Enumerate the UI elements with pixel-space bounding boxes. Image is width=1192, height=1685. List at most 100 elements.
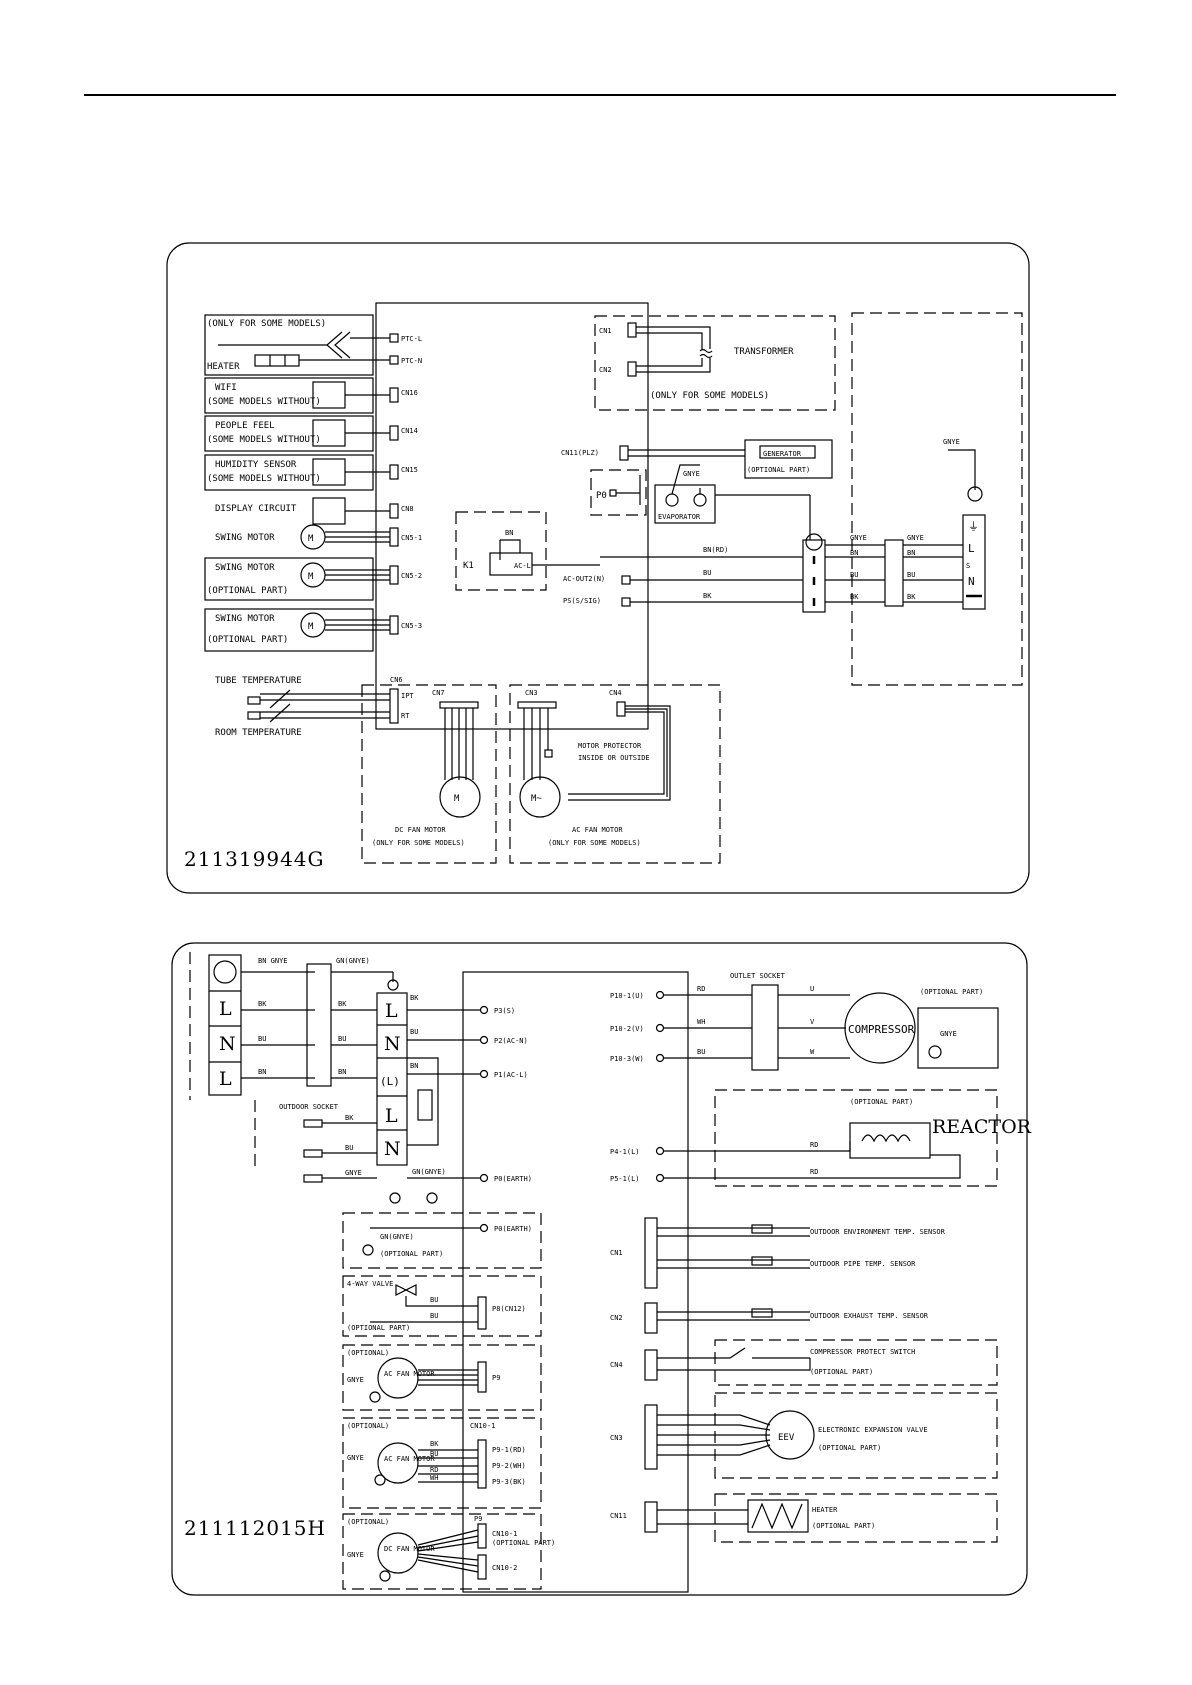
outdoor-wiring-diagram: L N L BN GNYE BK BU BN OUTDOOR SOCKET GN…: [171, 942, 1032, 1596]
ac-fan-motor-icon: [377, 1442, 419, 1484]
fan2-bk: BK: [430, 1440, 439, 1448]
reactor-rd1: RD: [810, 1141, 818, 1149]
gnye-top-label: GNYE: [943, 438, 960, 446]
bk-l2: BK: [338, 1000, 347, 1008]
bn-out-label: BN: [907, 549, 915, 557]
dc-fan-label: DC FAN MOTOR: [395, 826, 446, 834]
earth-icon: [426, 1192, 438, 1204]
diagram1-code: 211319944G: [184, 847, 325, 871]
indoor-wiring-diagram: (ONLY FOR SOME MODELS) HEATER PTC-L PTC-…: [166, 242, 1030, 894]
outdoor-connection: GNYE BN BU BK GNYE ⏚ L S N: [851, 312, 1023, 686]
transformer-block: CN1 CN2 TRANSFORMER (ONLY FOR SOME MODEL…: [594, 315, 836, 411]
cn1-label2: CN1: [610, 1249, 623, 1257]
dc-fan-motor-icon: [439, 776, 481, 818]
cn2-connector: [644, 1302, 658, 1334]
p9-wh-label: P9-2(WH): [492, 1462, 526, 1470]
temperature-sensors: TUBE TEMPERATURE ROOM TEMPERATURE CN6 IP…: [215, 676, 414, 738]
ac-out-label: AC-OUT2(N): [563, 575, 605, 583]
earth-icon: [369, 1391, 381, 1403]
ac-motor-m: M~: [531, 794, 542, 804]
outlet-socket-label: OUTLET SOCKET: [730, 972, 786, 980]
gn-gnye-label: GN(GNYE): [336, 957, 370, 965]
fan2-wh: WH: [430, 1474, 438, 1482]
cn5-1-connector: [389, 527, 399, 547]
term-earth: ⏚: [968, 520, 979, 533]
thermistor-icon: [247, 711, 261, 720]
indoor-pcb: [375, 302, 649, 730]
cn16-label: CN16: [401, 389, 418, 397]
reactor-label: REACTOR: [932, 1116, 1032, 1138]
wifi-title: WIFI: [215, 383, 237, 393]
eev-icon: [765, 1410, 815, 1460]
wifi-module: WIFI (SOME MODELS WITHOUT) CN16: [204, 377, 418, 414]
bk-wire-label: BK: [850, 593, 859, 601]
compressor-socket: [751, 984, 779, 1071]
sensor2-label: OUTDOOR PIPE TEMP. SENSOR: [810, 1260, 916, 1268]
cn10-2-label: CN10-2: [492, 1564, 517, 1572]
transformer-label: TRANSFORMER: [734, 347, 794, 357]
swing3-note: (OPTIONAL PART): [207, 635, 288, 645]
cn3-connector: [644, 1404, 658, 1470]
cn4-connector: [616, 701, 626, 717]
bk-mid: BK: [410, 994, 419, 1002]
sensor1-label: OUTDOOR ENVIRONMENT TEMP. SENSOR: [810, 1228, 946, 1236]
outdoor-middle-terminal: L N (L) L N BK BU BN BK BU GNYE GN(GNYE): [254, 992, 480, 1204]
heater-label: HEATER: [207, 362, 240, 372]
dc-fan-note: (ONLY FOR SOME MODELS): [372, 839, 465, 847]
outdoor-pcb: [462, 971, 689, 1593]
earth-icon: [805, 533, 823, 551]
sensor3-label: OUTDOOR EXHAUST TEMP. SENSOR: [810, 1312, 929, 1320]
cn15-label: CN15: [401, 466, 418, 474]
cn3-label2: CN3: [610, 1434, 623, 1442]
four-way-valve: 4-WAY VALVE BU BU P8(CN12) (OPTIONAL PAR…: [342, 1275, 542, 1337]
temperature-sensor-cn2: CN2 OUTDOOR EXHAUST TEMP. SENSOR: [610, 1302, 929, 1334]
gn-gnye-mid: GN(GNYE): [412, 1168, 446, 1176]
rt-label: RT: [401, 712, 410, 720]
mid-term-s: (L): [380, 1075, 400, 1088]
relay-k1: K1 BN AC-L: [455, 511, 600, 591]
term-s: S: [966, 562, 970, 570]
valve-label: 4-WAY VALVE: [347, 1280, 393, 1288]
fan2-label: AC FAN MOTOR: [384, 1455, 435, 1463]
comp-w: W: [810, 1048, 815, 1056]
gnye-label: GNYE: [683, 470, 700, 478]
reactor-rd2: RD: [810, 1168, 818, 1176]
comp-bu: BU: [697, 1048, 705, 1056]
cn4-connector: [644, 1349, 658, 1381]
humidity-note: (SOME MODELS WITHOUT): [207, 474, 321, 484]
mid-term-n2: N: [384, 1138, 401, 1160]
cn1-connector: [644, 1217, 658, 1289]
cn6-label: CN6: [390, 676, 403, 684]
fan3-label: DC FAN MOTOR: [384, 1545, 435, 1553]
fan1-label: AC FAN MOTOR: [384, 1370, 435, 1378]
fan3-optional: (OPTIONAL): [347, 1518, 389, 1526]
thermistor-icon: [751, 1256, 773, 1266]
ptc-l-label: PTC-L: [401, 335, 422, 343]
cn5-2-connector: [389, 565, 399, 585]
fan2-rd: RD: [430, 1466, 438, 1474]
eev-label: ELECTRONIC EXPANSION VALVE: [818, 1426, 928, 1434]
fan-motors: CN7 CN3 CN4 M DC FAN MOTOR (ONLY FOR SOM…: [361, 684, 721, 864]
humidity-title: HUMIDITY SENSOR: [215, 460, 297, 470]
fan3-gnye: GNYE: [347, 1551, 364, 1559]
transformer-icon: [699, 348, 713, 359]
cn2-label: CN2: [599, 366, 612, 374]
outdoor-left-terminal: L N L BN GNYE BK BU BN OUTDOOR SOCKET GN…: [189, 952, 399, 1111]
heater-element-icon: [254, 354, 300, 367]
p0-label2: P0(EARTH): [494, 1175, 532, 1183]
mid-term-l: L: [385, 1000, 398, 1022]
outdoor-socket-label: OUTDOOR SOCKET: [279, 1103, 339, 1111]
comp-v: V: [810, 1018, 815, 1026]
swing-motor-2: SWING MOTOR (OPTIONAL PART) M CN5-2: [204, 557, 422, 601]
eev-text: EEV: [778, 1433, 795, 1443]
transformer-note: (ONLY FOR SOME MODELS): [650, 391, 769, 401]
cn3-label: CN3: [525, 689, 538, 697]
evaporator-block: P0 EVAPORATOR GNYE: [590, 464, 811, 540]
mid-term-l2: L: [385, 1105, 398, 1127]
cn5-3-label: CN5-3: [401, 622, 422, 630]
thermistor-icon: [751, 1224, 773, 1234]
diagram2-code: 211112015H: [184, 1516, 326, 1540]
fan1-gnye: GNYE: [347, 1376, 364, 1384]
swing-motor-1: SWING MOTOR M CN5-1: [215, 524, 422, 550]
bk-l1: BK: [258, 1000, 267, 1008]
